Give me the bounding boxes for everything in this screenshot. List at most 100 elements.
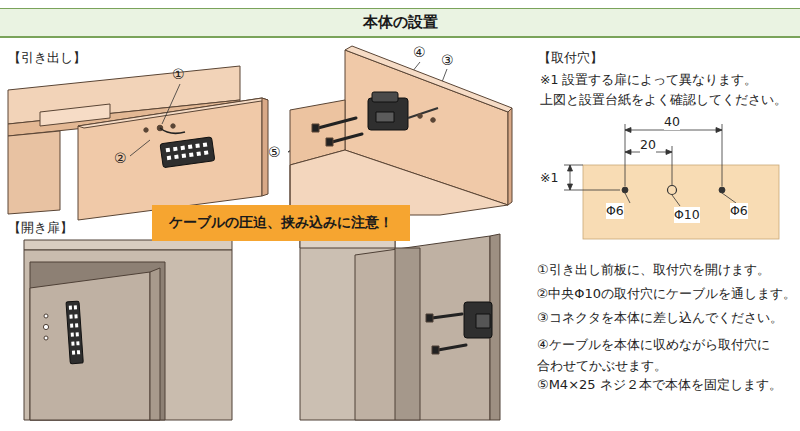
drawer-illustration (182, 154, 187, 159)
cabinet-door-illustration (71, 333, 74, 337)
step-text: ①引き出し前板に、取付穴を開けます。 (537, 262, 770, 278)
hole-dimension-drawing (564, 190, 620, 191)
note: ※1 設置する扉によって異なります。 (540, 72, 757, 88)
callout-number: ② (114, 150, 127, 168)
cabinet-door-illustration (43, 324, 48, 329)
cabinet-door-illustration (69, 315, 72, 319)
drawer-illustration (204, 150, 209, 155)
hole-size: Φ6 (730, 203, 748, 219)
cabinet-lock-illustration (376, 112, 394, 122)
drawer-illustration (78, 98, 268, 128)
drawer-illustration (166, 142, 209, 160)
cabinet-door-illustration (24, 240, 232, 420)
hole-dimension-drawing (625, 193, 630, 203)
leader-line (162, 84, 180, 124)
warning-banner: ケーブルの圧迫、挟み込みに注意！ (152, 205, 410, 241)
callout-number: ⑤ (268, 144, 281, 162)
cabinet-lock-illustration (318, 118, 362, 142)
hole-dimension-drawing (564, 124, 779, 239)
cabinet-lock-illustration (290, 46, 512, 215)
cabinet-door-illustration (150, 268, 160, 420)
cabinet-lock-illustration (418, 114, 423, 119)
cabinet-lock-illustration (372, 92, 398, 102)
cabinet-door-illustration (72, 350, 75, 354)
cabinet-lock-illustration (312, 124, 319, 132)
drawer-illustration (174, 155, 179, 160)
drawer-illustration (144, 128, 148, 132)
door-lock-illustration (300, 240, 395, 248)
drawer-illustration (160, 137, 215, 168)
cabinet-lock-illustration (508, 108, 512, 205)
leader-line (130, 140, 150, 156)
cabinet-door-illustration (44, 314, 48, 318)
door-lock-illustration (438, 345, 466, 350)
hole-dimension-drawing (625, 130, 722, 131)
cabinet-door-illustration (44, 336, 48, 340)
hole-dimension-drawing (719, 187, 725, 193)
door-lock-illustration (300, 234, 500, 420)
door-lock-illustration (426, 314, 433, 322)
cabinet-lock-illustration (431, 118, 436, 123)
cabinet-lock-illustration (408, 108, 438, 118)
door-lock-illustration (432, 314, 462, 318)
cabinet-lock-illustration (332, 134, 362, 142)
drawer-illustration (262, 98, 268, 196)
step-text: ②中央Φ10の取付穴にケーブルを通します。 (537, 286, 796, 302)
cabinet-door-illustration (70, 324, 73, 328)
drawer-illustration (167, 156, 172, 161)
hole-dimension-drawing (672, 195, 680, 206)
drawer-illustration (195, 144, 200, 149)
cabinet-door-illustration (69, 306, 72, 310)
callout-number: ③ (441, 52, 454, 70)
cabinet-door-illustration (76, 332, 79, 336)
cabinet-door-illustration (77, 350, 80, 354)
drawer-illustration (8, 131, 60, 214)
door-lock-illustration (464, 302, 492, 338)
cabinet-door-illustration (75, 323, 78, 327)
section-heading: 【取付穴】 (538, 50, 603, 66)
cabinet-lock-illustration (318, 118, 356, 128)
drawer-illustration (171, 124, 175, 128)
cabinet-door-illustration (66, 301, 83, 364)
cabinet-door-illustration (76, 341, 79, 345)
section-heading: 【引き出し】 (8, 50, 86, 66)
hole-dimension-drawing (625, 124, 626, 186)
hole-dimension-drawing (564, 165, 583, 166)
note: ※1 (540, 170, 558, 186)
cabinet-door-illustration (24, 250, 232, 420)
drawer-illustration (160, 137, 215, 168)
drawer-illustration (188, 145, 193, 150)
cabinet-door-illustration (30, 262, 165, 420)
drawer-illustration (203, 142, 208, 147)
cabinet-door-illustration (66, 301, 83, 364)
door-lock-illustration (476, 314, 490, 328)
cabinet-lock-illustration (368, 98, 408, 130)
step-text: ⑤M4×25 ネジ２本で本体を固定します。 (537, 377, 782, 393)
drawer-illustration (173, 147, 178, 152)
hole-size: Φ10 (674, 207, 700, 223)
drawer-illustration (8, 66, 268, 220)
hole-dimension-drawing (722, 193, 736, 203)
drawer-illustration (166, 148, 171, 153)
hole-dimension-drawing (722, 124, 723, 186)
hole-dimension-drawing (568, 165, 573, 190)
cabinet-door-illustration (74, 314, 77, 318)
step-text: ④ケーブルを本体に収めながら取付穴に 合わせてかぶせます。 (537, 334, 775, 376)
hole-dimension-drawing (622, 187, 628, 193)
drawer-illustration (181, 146, 186, 151)
step-text: ③コネクタを本体に差し込んでください。 (537, 310, 783, 326)
node-text: ケーブルの圧迫、挟み込みに注意！ (169, 214, 393, 232)
callout-number: ④ (413, 44, 426, 62)
callout-number: ① (172, 66, 185, 84)
cabinet-door-illustration (30, 272, 150, 420)
dimension: 20 (640, 137, 656, 153)
cabinet-door-illustration (24, 240, 232, 250)
node-text: 本体の設置 (363, 13, 438, 32)
drawer-illustration (160, 128, 185, 133)
dimension: 40 (664, 114, 680, 130)
hole-size: Φ6 (606, 203, 624, 219)
cabinet-door-illustration (71, 342, 74, 346)
drawer-illustration (78, 98, 262, 220)
cabinet-lock-illustration (326, 138, 333, 146)
title-band: 本体の設置 (0, 8, 800, 38)
